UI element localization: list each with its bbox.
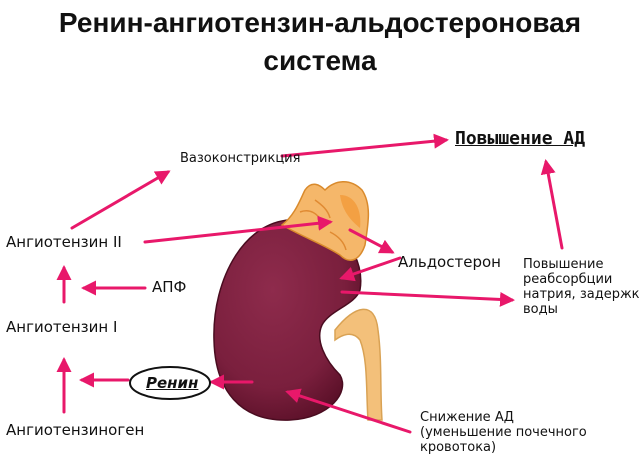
reabsorption-line-4: воды [523,302,558,317]
angiotensin2-label: Ангиотензин II [6,233,122,251]
angiotensinogen-label: Ангиотензиноген [6,421,145,439]
diagram-title: Ренин-ангиотензин-альдостероновая систем… [0,4,640,80]
arrow-kidney-to-reabsorption [340,290,515,307]
adrenal-highlight [340,195,361,228]
bp-decrease-line-2: (уменьшение почечного [420,425,587,440]
bp-decrease-line-1: Снижение АД [420,410,514,425]
renin-oval [129,366,211,400]
reabsorption-line-3: натрия, задержк [523,287,640,302]
reabsorption-line-1: Повышение [523,257,604,272]
reabsorption-label: Повышение реабсорбции натрия, задержк во… [523,257,640,317]
title-line-1: Ренин-ангиотензин-альдостероновая [58,7,582,38]
aldosterone-label: Альдостерон [398,253,501,271]
arrow-adrenal-to-aldosterone [348,228,395,254]
renin-label: Ренин [146,374,199,392]
arrow-vasoconstriction-to-bp [280,133,449,158]
bp-decrease-label: Снижение АД (уменьшение почечного кровот… [420,410,587,455]
ureter [334,308,383,421]
arrow-angiotensin2-to-vasoconstriction [70,170,171,230]
ace-label: АПФ [152,278,187,296]
title-line-2: система [263,45,377,76]
bp-increase-label: Повышение АД [455,128,586,149]
angiotensin1-label: Ангиотензин I [6,318,118,336]
vasoconstriction-label: Вазоконстрикция [180,151,301,166]
bp-decrease-line-3: кровотока) [420,440,497,455]
arrow-bp-decrease-to-kidney [285,388,412,434]
kidney [213,219,362,421]
arrow-aldosterone-to-kidney [339,256,402,282]
arrow-angiotensin2-to-adrenal [143,215,333,244]
reabsorption-line-2: реабсорбции [523,272,613,287]
arrow-reabsorption-to-bp [540,159,564,250]
